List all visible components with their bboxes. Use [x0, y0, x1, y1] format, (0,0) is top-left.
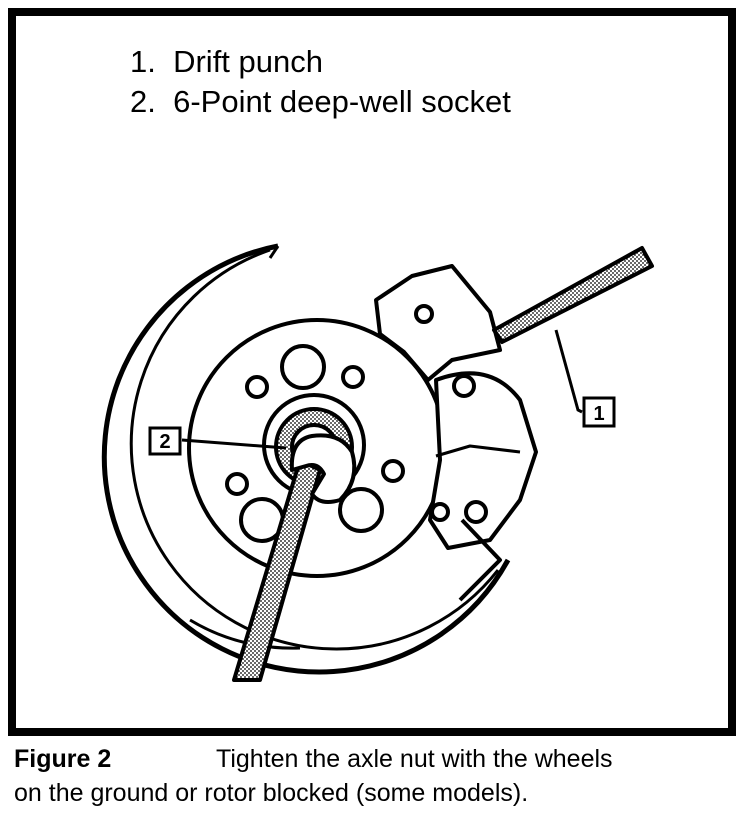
- caption-text-2: on the ground or rotor blocked (some mod…: [14, 779, 529, 807]
- figure-caption: Figure 2 Tighten the axle nut with the wh…: [14, 742, 726, 810]
- figure-frame: [8, 8, 736, 736]
- callout-1: 1: [554, 329, 616, 428]
- legend: 1. Drift punch 2. 6-Point deep-well sock…: [130, 42, 511, 122]
- legend-label: Drift punch: [173, 44, 323, 79]
- brake-rotor: [101, 243, 511, 675]
- legend-number: 2.: [130, 84, 156, 119]
- figure-label: Figure 2: [14, 745, 112, 773]
- caliper-assembly: [374, 264, 538, 602]
- callout-1-label: 1: [593, 403, 604, 425]
- legend-number: 1.: [130, 44, 156, 79]
- legend-item-socket: 2. 6-Point deep-well socket: [130, 82, 511, 122]
- wheel-hub-diagram: 1 2: [101, 243, 654, 682]
- caption-text-1: Tighten the axle nut with the wheels: [216, 745, 613, 773]
- legend-item-drift-punch: 1. Drift punch: [130, 42, 511, 82]
- wrench: [232, 433, 357, 682]
- drift-punch: [492, 246, 654, 344]
- caption-line-1: Figure 2 Tighten the axle nut with the wh…: [14, 742, 726, 776]
- callout-2-label: 2: [159, 431, 170, 453]
- callout-2: 2: [148, 426, 287, 456]
- legend-label: 6-Point deep-well socket: [173, 84, 511, 119]
